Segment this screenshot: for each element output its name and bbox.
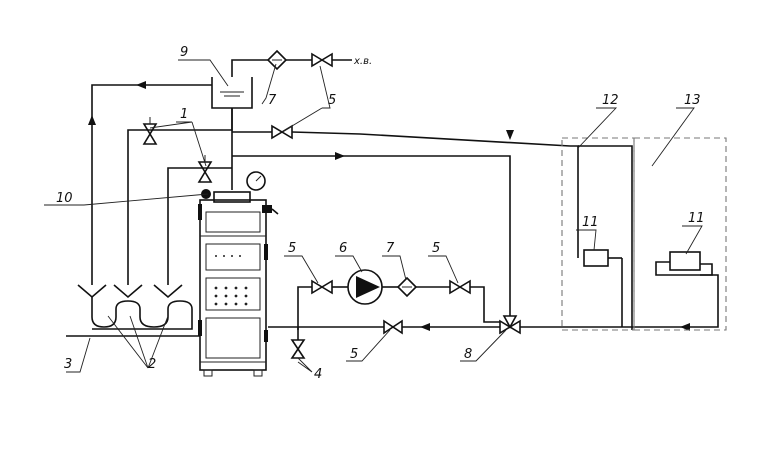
three-way-valve-icon <box>499 315 521 335</box>
gate-valve-icon <box>311 279 333 295</box>
pressure-gauge-icon <box>246 171 266 191</box>
flow-arrows <box>88 81 690 331</box>
boiler-supply-pipe <box>232 155 511 316</box>
drain-valve-icon <box>290 339 306 359</box>
expansion-tank <box>211 77 253 109</box>
collector-13-box <box>633 137 727 331</box>
filter-icon <box>266 49 288 71</box>
flow-arrow-icon <box>680 323 690 331</box>
radiator-icon <box>583 249 609 267</box>
valve-pipe <box>127 129 150 285</box>
label-13: 13 <box>684 93 701 108</box>
label-5: 5 <box>288 241 296 256</box>
gate-valve-icon <box>449 279 471 295</box>
pump-line-pipe <box>470 286 500 323</box>
pipework <box>66 59 719 340</box>
cold-water-pipe <box>231 59 268 77</box>
label-4: 4 <box>314 367 322 382</box>
supply-pipe <box>578 145 633 330</box>
label-11: 11 <box>688 211 705 226</box>
label-8: 8 <box>464 347 472 362</box>
valve-pipe <box>150 108 233 131</box>
label-11: 11 <box>582 215 599 230</box>
label-7: 7 <box>386 241 395 256</box>
gutters <box>77 284 193 330</box>
flow-arrow-icon <box>88 115 96 125</box>
collector-12-box <box>561 137 635 331</box>
left-loop-pipe <box>91 84 212 285</box>
valve-pipe <box>167 167 205 285</box>
pump-icon <box>347 269 383 305</box>
leader-lines <box>44 59 703 373</box>
label-2: 2 <box>148 357 156 372</box>
flow-arrow-icon <box>420 323 430 331</box>
label-5: 5 <box>328 93 336 108</box>
return-pipe <box>520 274 719 328</box>
safety-valve-icon <box>142 117 158 145</box>
supply-pipe <box>570 145 579 258</box>
label-cold-water: х.в. <box>353 56 372 67</box>
label-7: 7 <box>268 93 277 108</box>
label-12: 12 <box>602 93 619 108</box>
flow-arrow-icon <box>506 130 514 140</box>
radiator-icon <box>655 251 713 276</box>
label-10: 10 <box>56 191 73 206</box>
label-5: 5 <box>432 241 440 256</box>
gate-valve-icon <box>383 319 403 335</box>
flow-arrow-icon <box>136 81 146 89</box>
boiler <box>198 171 279 377</box>
label-9: 9 <box>180 45 188 60</box>
filter-icon <box>396 276 418 298</box>
flow-arrow-icon <box>335 152 345 160</box>
pump-line-pipe <box>297 286 312 330</box>
label-3: 3 <box>64 357 72 372</box>
supply-pipe <box>291 131 571 147</box>
label-5: 5 <box>350 347 358 362</box>
label-6: 6 <box>339 241 347 256</box>
gate-valve-icon <box>311 52 333 68</box>
label-1: 1 <box>180 107 188 122</box>
